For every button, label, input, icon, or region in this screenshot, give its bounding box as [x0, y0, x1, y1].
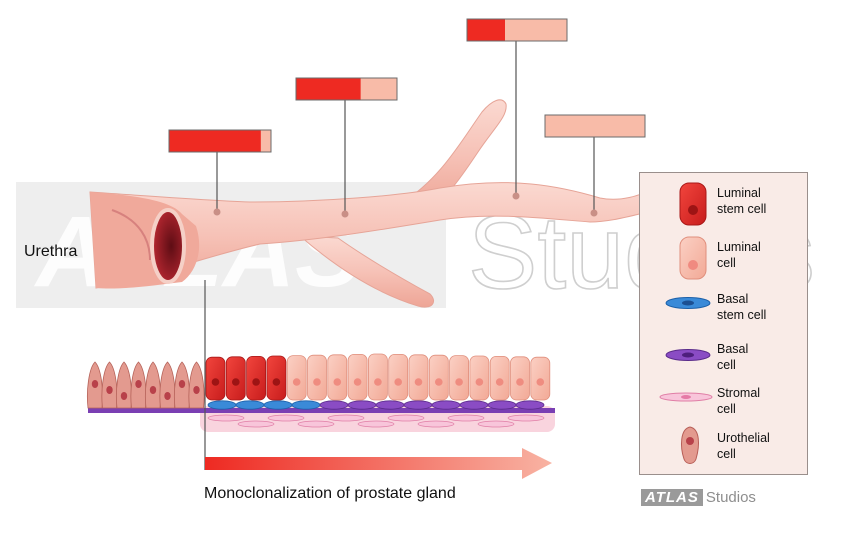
stromal-cell — [418, 421, 454, 427]
luminal-stem-cell-icon — [680, 183, 706, 225]
stromal-cell — [238, 421, 274, 427]
stromal-cell — [328, 415, 364, 421]
luminal-cell — [389, 354, 408, 400]
luminal-cells — [206, 354, 550, 400]
urothelial-cell-icon — [682, 427, 699, 464]
stromal-cell — [298, 421, 334, 427]
urothelial-nucleus — [179, 380, 185, 388]
luminal-nucleus — [537, 378, 545, 386]
luminal-nucleus — [496, 378, 504, 386]
legend-label-stromal: Stromal cell — [717, 385, 760, 417]
urothelial-cell — [116, 362, 131, 408]
stromal-cell — [478, 421, 514, 427]
urothelial-nucleus-icon — [686, 437, 694, 445]
luminal-cell — [429, 355, 448, 400]
stromal-cell — [508, 415, 544, 421]
luminal-stem-cell — [267, 356, 286, 400]
footer-brand-light: Studios — [706, 489, 756, 506]
legend-label-luminal: Luminal cell — [717, 239, 761, 271]
luminal-nucleus — [516, 378, 524, 386]
tissue-section — [87, 354, 555, 432]
leader-dot-4 — [591, 210, 598, 217]
bar-3-stem-fill — [468, 20, 506, 41]
urothelial-cell — [189, 362, 204, 408]
stromal-cell — [448, 415, 484, 421]
luminal-nucleus — [415, 378, 423, 386]
luminal-stem-nucleus — [212, 378, 220, 386]
luminal-nucleus — [293, 378, 301, 386]
stromal-cell — [208, 415, 244, 421]
luminal-nucleus — [455, 378, 463, 386]
bar-1-stem-fill — [170, 131, 261, 152]
luminal-stem-nucleus — [252, 378, 260, 386]
luminal-nucleus — [476, 378, 484, 386]
legend-label-luminal-stem: Luminal stem cell — [717, 185, 766, 217]
luminal-stem-nucleus — [273, 378, 281, 386]
basal-stem-cell — [236, 401, 264, 409]
basal-nucleus-icon — [682, 353, 694, 358]
urothelial-cells — [87, 362, 204, 408]
basal-stem-cell — [208, 401, 236, 409]
urethra-lumen — [152, 210, 184, 282]
basal-cell — [376, 401, 404, 409]
monoclonalization-arrow — [205, 448, 552, 479]
luminal-nucleus — [334, 378, 342, 386]
luminal-cell — [348, 354, 367, 400]
bar-2-stem-fill — [297, 79, 361, 100]
urothelial-cell — [145, 362, 160, 408]
luminal-cell — [328, 355, 347, 400]
urothelial-nucleus — [150, 386, 156, 394]
basal-stem-nucleus-icon — [682, 301, 694, 306]
luminal-cell — [287, 356, 306, 400]
basal-cell — [432, 401, 460, 409]
leader-dot-1 — [214, 209, 221, 216]
basal-cell — [320, 401, 348, 409]
luminal-nucleus — [313, 378, 321, 386]
luminal-nucleus — [435, 378, 443, 386]
urothelial-nucleus — [193, 386, 199, 394]
basal-membrane — [88, 408, 555, 413]
urothelial-nucleus — [106, 386, 112, 394]
luminal-cell — [368, 354, 387, 400]
stromal-cell — [268, 415, 304, 421]
luminal-nucleus — [354, 378, 362, 386]
stromal-nucleus-icon — [681, 395, 691, 399]
luminal-cell — [308, 355, 327, 400]
basal-cell — [488, 401, 516, 409]
luminal-nucleus — [374, 378, 382, 386]
urothelial-cell — [102, 362, 117, 408]
luminal-cell — [450, 356, 469, 400]
urothelial-nucleus — [92, 380, 98, 388]
luminal-cell-icon — [680, 237, 706, 279]
stromal-cell — [388, 415, 424, 421]
luminal-stem-nucleus — [232, 378, 240, 386]
luminal-cell — [470, 356, 489, 400]
bar-4-track — [545, 115, 645, 137]
luminal-nucleus — [394, 378, 402, 386]
basal-stem-cell — [292, 401, 320, 409]
urothelial-cell — [160, 362, 175, 408]
urothelial-nucleus — [164, 392, 170, 400]
urothelial-nucleus — [135, 380, 141, 388]
urethra-label: Urethra — [24, 243, 77, 260]
legend-box: Luminal stem cell Luminal cell Basal ste… — [639, 172, 808, 475]
stromal-cell — [358, 421, 394, 427]
legend-label-basal-stem: Basal stem cell — [717, 291, 766, 323]
caption-label: Monoclonalization of prostate gland — [204, 485, 456, 502]
basal-cell — [404, 401, 432, 409]
legend-label-urothelial: Urothelial cell — [717, 430, 770, 462]
leader-dot-3 — [513, 193, 520, 200]
basal-cell — [460, 401, 488, 409]
footer-brand-bold: ATLAS — [641, 489, 703, 506]
basal-stem-cell — [264, 401, 292, 409]
basal-cell — [348, 401, 376, 409]
luminal-cell — [409, 355, 428, 400]
luminal-nucleus-icon — [688, 260, 698, 270]
basal-cell — [516, 401, 544, 409]
legend-label-basal: Basal cell — [717, 341, 748, 373]
urothelial-nucleus — [121, 392, 127, 400]
luminal-stem-nucleus-icon — [688, 205, 698, 215]
leader-dot-2 — [342, 211, 349, 218]
